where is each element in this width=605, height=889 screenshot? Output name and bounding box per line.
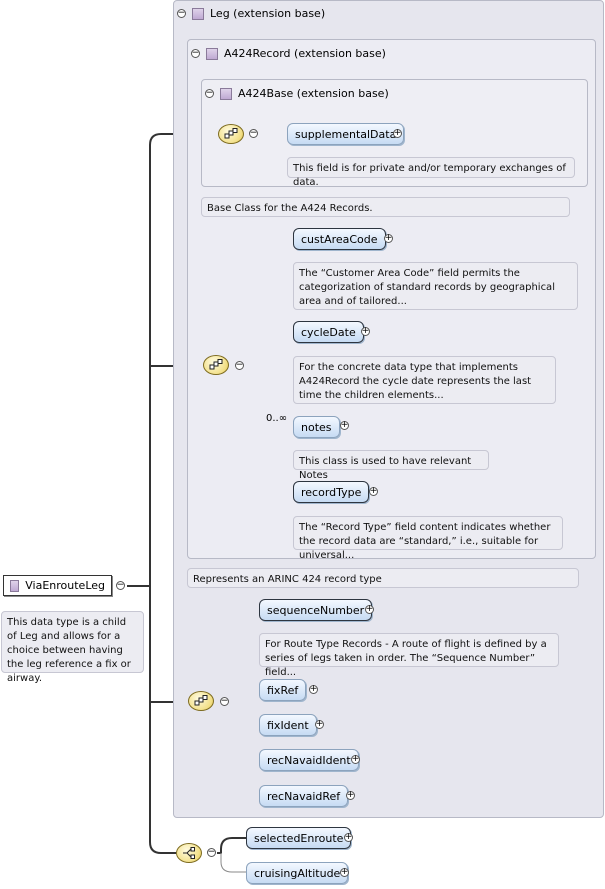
expand-icon[interactable]: + xyxy=(309,684,318,694)
type-square-icon xyxy=(206,47,218,60)
sequence-compositor-icon[interactable] xyxy=(188,691,214,711)
element-notes[interactable]: notes xyxy=(293,416,340,438)
element-supplementalData[interactable]: supplementalData xyxy=(287,123,405,145)
sequence-compositor-icon[interactable] xyxy=(203,355,229,375)
sequenceNumber-doc: For Route Type Records - A route of flig… xyxy=(259,633,559,678)
element-cruisingAltitude[interactable]: cruisingAltitude xyxy=(246,862,349,884)
supplementalData-doc: This field is for private and/or tempora… xyxy=(287,157,575,188)
collapse-icon[interactable]: − xyxy=(235,360,244,370)
leg-extension-header: − Leg (extension base) xyxy=(177,7,325,20)
recordType-doc: The “Record Type” field content indicate… xyxy=(293,516,563,561)
sequence-compositor-icon[interactable] xyxy=(218,124,244,144)
element-recNavaidRef[interactable]: recNavaidRef xyxy=(259,785,349,807)
type-square-icon xyxy=(192,7,204,20)
collapse-icon[interactable]: − xyxy=(207,847,216,857)
type-square-icon xyxy=(10,579,20,592)
cycleDate-doc: For the concrete data type that implemen… xyxy=(293,356,556,404)
expand-icon[interactable]: + xyxy=(384,233,393,243)
collapse-icon[interactable]: − xyxy=(249,128,258,138)
collapse-icon[interactable]: − xyxy=(220,696,229,706)
type-square-icon xyxy=(220,87,232,100)
expand-icon[interactable]: + xyxy=(365,604,374,614)
a424record-doc: Represents an ARINC 424 record type xyxy=(187,568,579,588)
collapse-icon[interactable]: − xyxy=(177,8,186,18)
element-fixIdent[interactable]: fixIdent xyxy=(259,714,317,736)
expand-icon[interactable]: + xyxy=(340,420,349,430)
a424record-extension-header: − A424Record (extension base) xyxy=(191,47,386,60)
notes-doc: This class is used to have relevant Note… xyxy=(293,450,489,481)
leg-extension-label: Leg (extension base) xyxy=(210,7,326,20)
root-doc: This data type is a child of Leg and all… xyxy=(1,611,144,684)
element-recordType[interactable]: recordType xyxy=(293,481,370,503)
expand-icon[interactable]: + xyxy=(315,719,324,729)
custAreaCode-doc: The “Customer Area Code” field permits t… xyxy=(293,262,578,310)
element-fixRef[interactable]: fixRef xyxy=(259,679,307,701)
element-cycleDate[interactable]: cycleDate xyxy=(293,321,364,343)
a424base-extension-header: − A424Base (extension base) xyxy=(205,87,389,100)
a424base-extension-label: A424Base (extension base) xyxy=(238,87,389,100)
expand-icon[interactable]: + xyxy=(344,832,353,842)
expand-icon[interactable]: + xyxy=(361,326,370,336)
element-custAreaCode[interactable]: custAreaCode xyxy=(293,228,386,250)
element-selectedEnroute[interactable]: selectedEnroute xyxy=(246,827,352,849)
expand-icon[interactable]: + xyxy=(369,486,378,496)
collapse-icon[interactable]: − xyxy=(116,580,125,590)
collapse-icon[interactable]: − xyxy=(205,88,214,98)
a424base-doc: Base Class for the A424 Records. xyxy=(201,197,570,217)
a424record-extension-label: A424Record (extension base) xyxy=(224,47,386,60)
element-recNavaidIdent[interactable]: recNavaidIdent xyxy=(259,749,359,771)
choice-compositor-icon[interactable] xyxy=(176,843,202,863)
expand-icon[interactable]: + xyxy=(340,867,349,877)
expand-icon[interactable]: + xyxy=(393,128,402,138)
notes-multiplicity: 0..∞ xyxy=(266,413,288,424)
element-sequenceNumber[interactable]: sequenceNumber xyxy=(259,599,373,621)
collapse-icon[interactable]: − xyxy=(191,48,200,58)
expand-icon[interactable]: + xyxy=(351,754,360,764)
expand-icon[interactable]: + xyxy=(346,790,355,800)
root-element-ViaEnrouteLeg[interactable]: ViaEnrouteLeg xyxy=(3,575,112,596)
